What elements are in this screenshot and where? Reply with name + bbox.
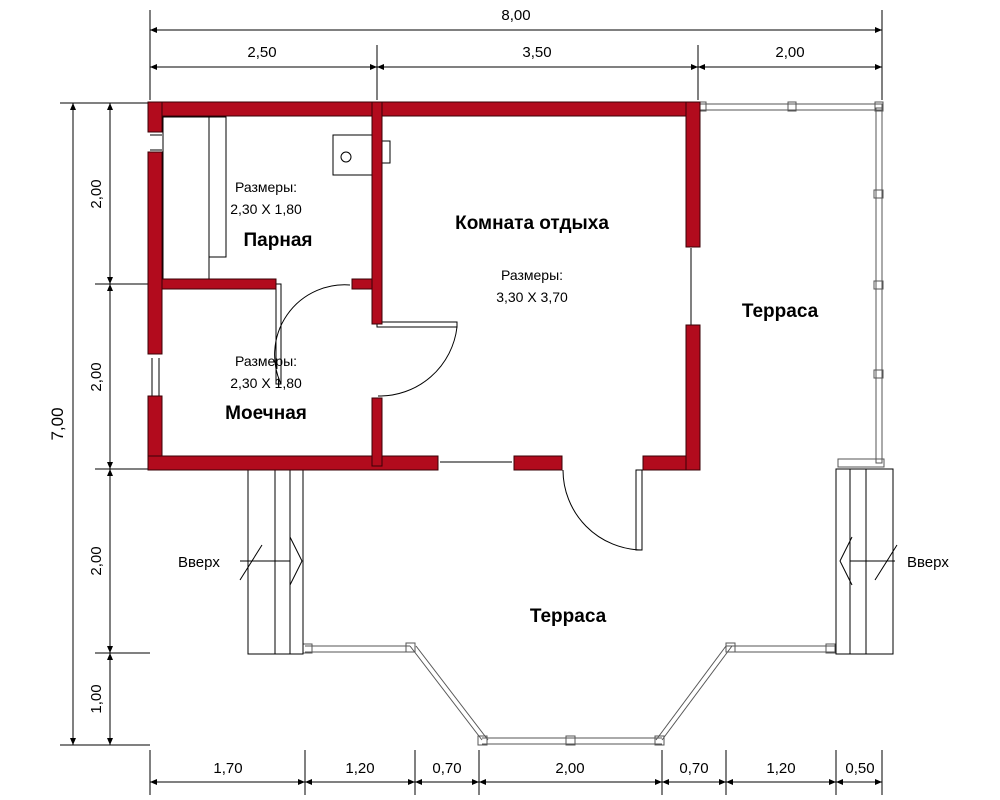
walls (147, 101, 701, 471)
dim-top-seg-2: 3,50 (522, 44, 551, 61)
rest-size-label: Размеры: (501, 267, 563, 283)
stairs-right-label: Вверх (907, 554, 949, 571)
stairs-right: Вверх (835, 468, 949, 655)
terrace-side-name: Терраса (742, 301, 819, 322)
stairs-left-label: Вверх (178, 554, 220, 571)
left-dimensions: 7,00 2,00 2,00 2,00 1,00 (48, 102, 150, 746)
dim-bottom-seg-3: 0,70 (432, 760, 461, 777)
steam-size-value: 2,30 X 1,80 (230, 201, 302, 217)
dim-top-seg-3: 2,00 (775, 44, 804, 61)
top-dimensions: 8,00 2,50 3,50 2,00 (149, 7, 883, 100)
room-steam: Размеры: 2,30 X 1,80 Парная (230, 179, 312, 251)
steam-size-label: Размеры: (235, 179, 297, 195)
rest-size-value: 3,30 X 3,70 (496, 289, 568, 305)
dim-bottom-seg-1: 1,70 (213, 760, 242, 777)
dim-left-seg-4: 1,00 (88, 684, 105, 713)
dim-top-seg-1: 2,50 (247, 44, 276, 61)
dim-bottom-seg-6: 1,20 (766, 760, 795, 777)
dim-left-total: 7,00 (48, 407, 67, 440)
dim-bottom-seg-4: 2,00 (555, 760, 584, 777)
room-wash: Размеры: 2,30 X 1,80 Моечная (225, 353, 307, 424)
wash-room-name: Моечная (225, 403, 307, 424)
bench (162, 116, 227, 281)
doors (150, 134, 692, 551)
dim-bottom-seg-2: 1,20 (345, 760, 374, 777)
dim-bottom-seg-5: 0,70 (679, 760, 708, 777)
terrace-front-name: Терраса (530, 606, 607, 627)
bottom-dimensions: 1,70 1,20 0,70 2,00 0,70 1,20 0,50 (149, 750, 883, 795)
wash-size-label: Размеры: (235, 353, 297, 369)
dim-bottom-seg-7: 0,50 (845, 760, 874, 777)
terrace-railing (302, 101, 885, 746)
wash-size-value: 2,30 X 1,80 (230, 375, 302, 391)
dim-left-seg-3: 2,00 (88, 546, 105, 575)
rest-room-name: Комната отдыха (455, 213, 609, 234)
dim-left-seg-1: 2,00 (88, 179, 105, 208)
room-rest: Комната отдыха Размеры: 3,30 X 3,70 (455, 213, 609, 305)
steam-room-name: Парная (244, 230, 313, 251)
dim-left-seg-2: 2,00 (88, 362, 105, 391)
stairs-left: Вверх (178, 468, 304, 655)
dim-top-total: 8,00 (501, 7, 530, 24)
